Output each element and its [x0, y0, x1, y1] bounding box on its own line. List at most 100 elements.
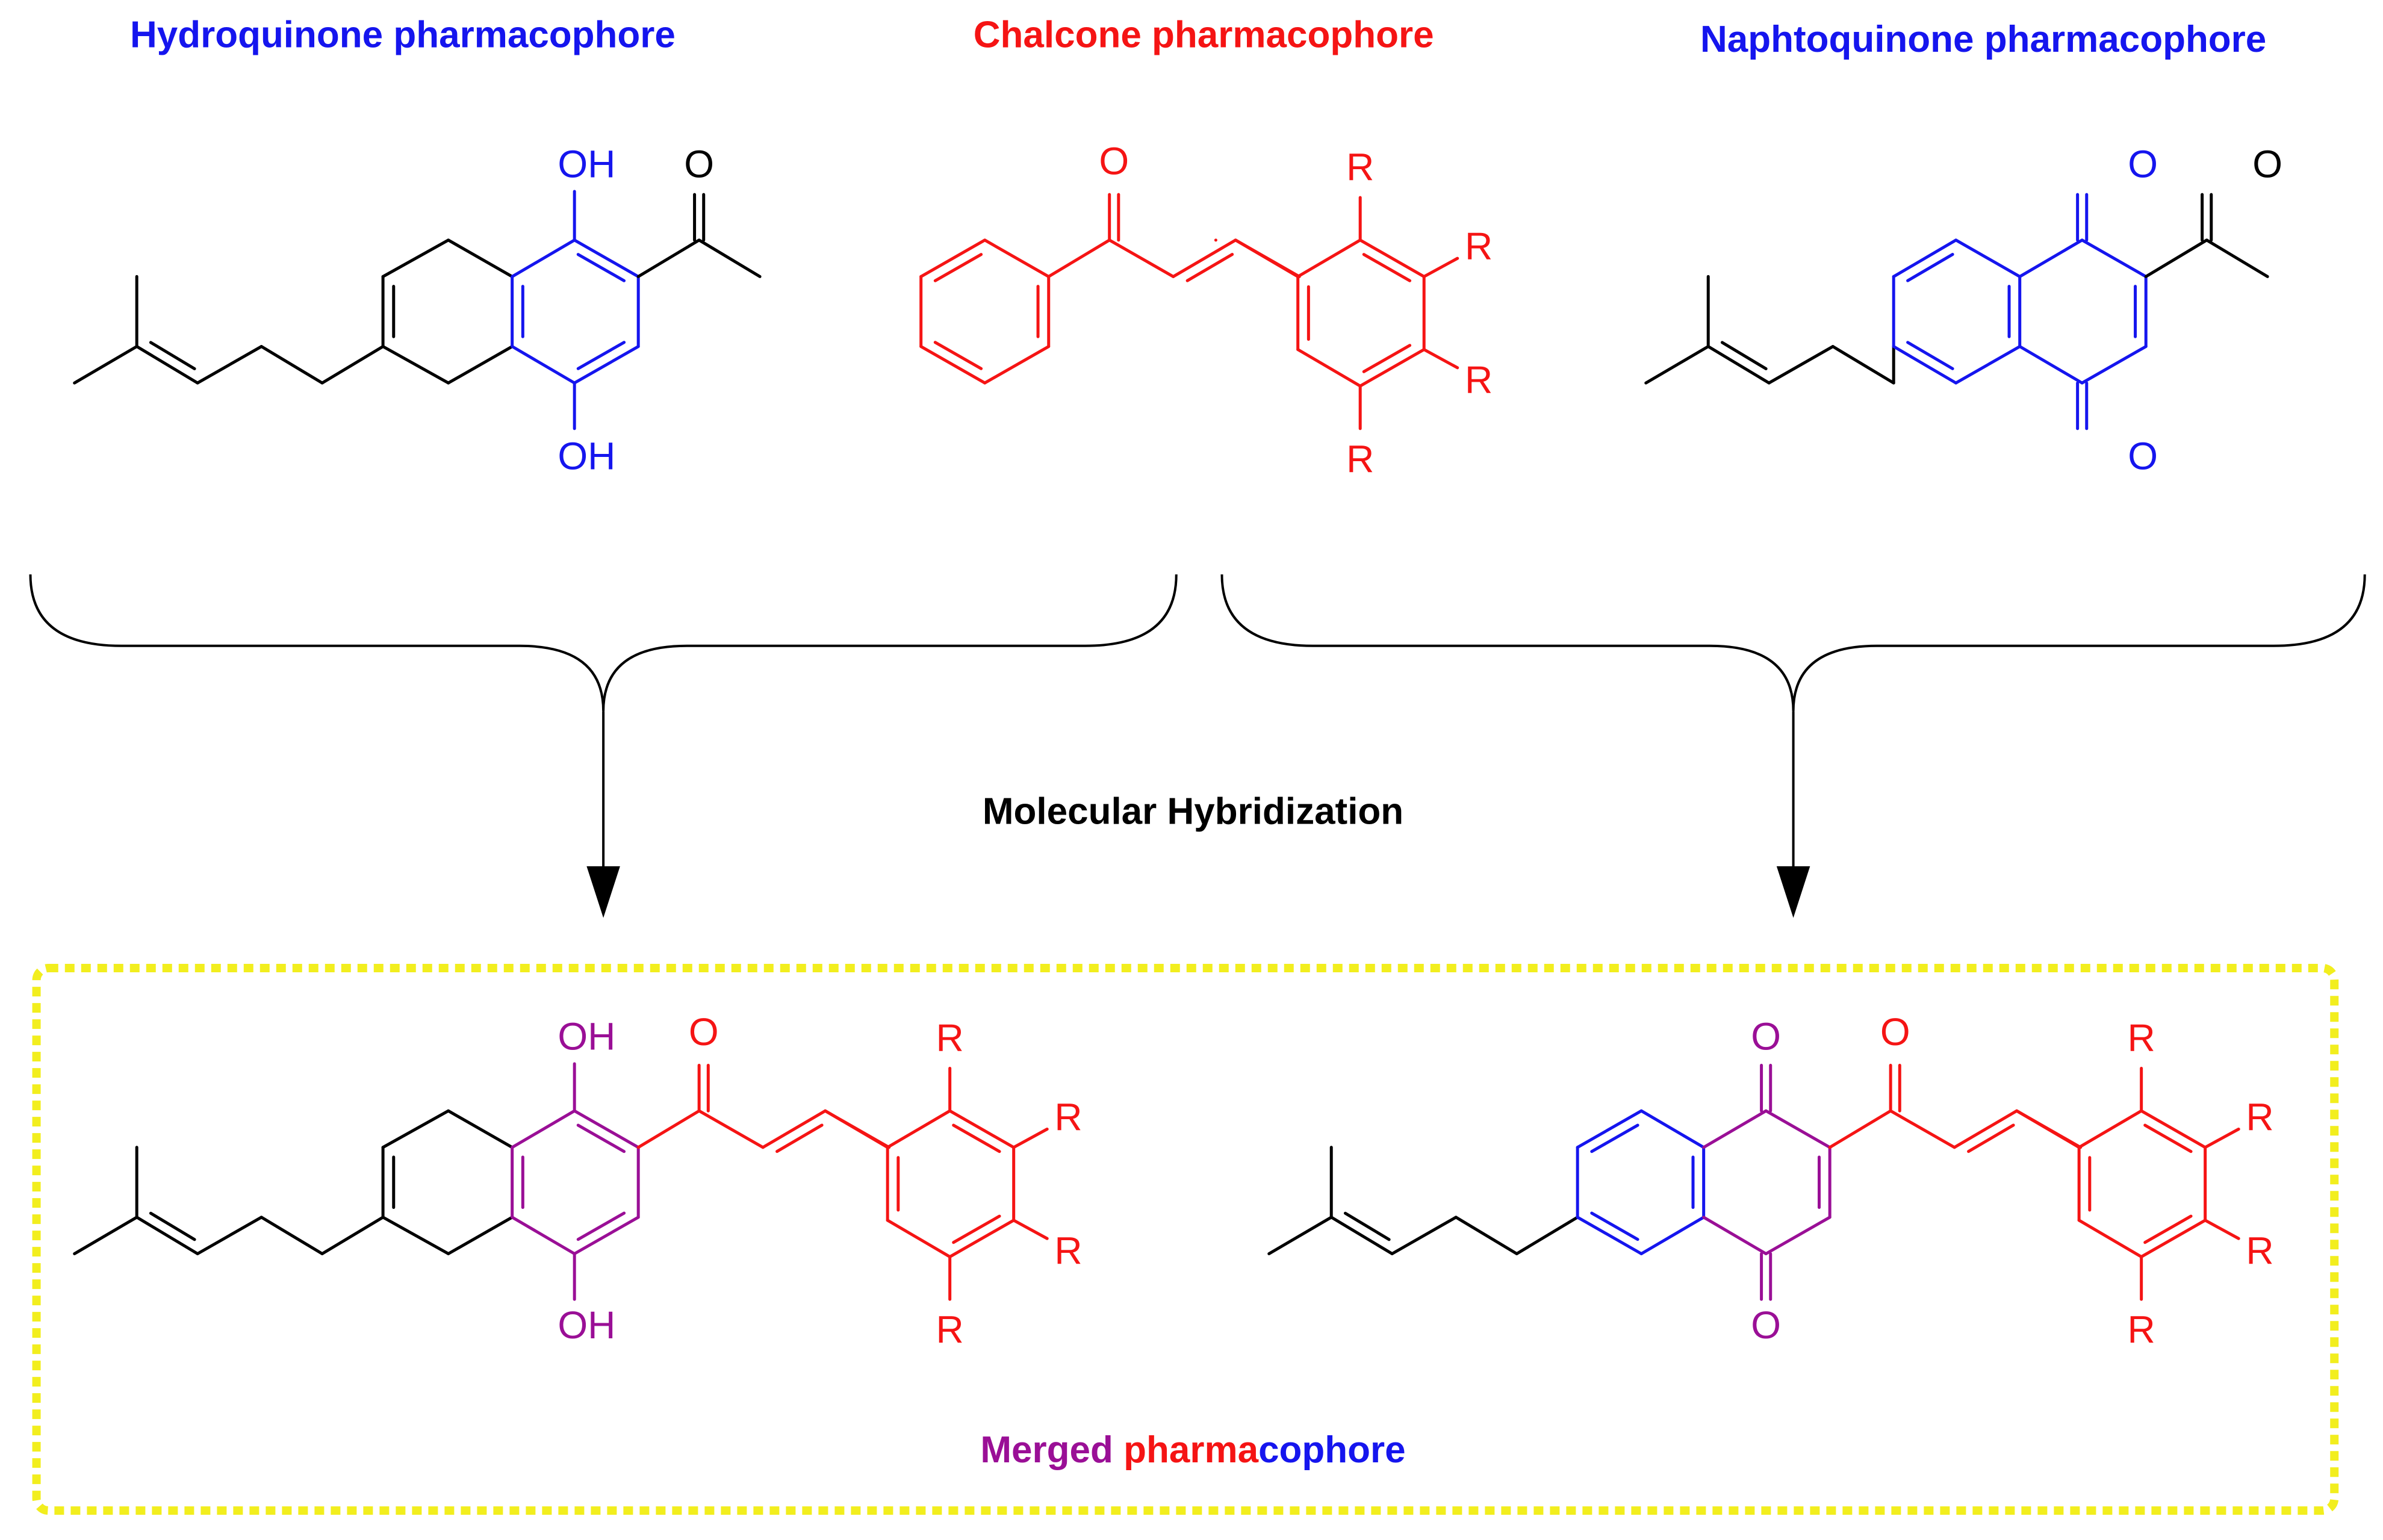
r-bond — [2204, 1128, 2240, 1149]
acetyl-bond — [2144, 238, 2208, 278]
chain-bond — [1515, 1216, 1579, 1255]
ring-bond — [1764, 1216, 1832, 1255]
ring-bond — [447, 1216, 514, 1255]
chain-bond — [2015, 1109, 2081, 1149]
bond-inner — [933, 253, 983, 282]
bond — [1358, 238, 1426, 278]
oxygen-label: O — [1099, 140, 1129, 183]
methyl-bond — [73, 1216, 138, 1255]
bond — [573, 1109, 640, 1149]
bond — [1576, 1109, 1643, 1149]
ring-bond — [1296, 238, 1362, 278]
ring-bond — [1954, 238, 2022, 278]
oxygen-label: O — [1751, 1015, 1781, 1058]
ring-bond — [1639, 1216, 1706, 1255]
naphtoquinone-molecule: OOO — [1644, 143, 2282, 477]
methyl-bond — [73, 345, 138, 385]
ring-bond — [1296, 348, 1362, 388]
ring-bond — [381, 238, 450, 278]
chain-bond — [1108, 238, 1175, 278]
bond-inner — [952, 1123, 1001, 1153]
r-label: R — [2128, 1016, 2155, 1060]
naphtoquinone-heading: Naphtoquinone pharmacophore — [1700, 19, 2266, 60]
bond — [1953, 1109, 2019, 1149]
bond-inner — [1906, 341, 1954, 370]
left-brace — [29, 574, 1178, 712]
hydroxyl-label: OH — [558, 143, 615, 186]
chain-bond — [320, 1216, 385, 1255]
bond-inner — [1343, 1211, 1391, 1241]
bond-inner — [1590, 1123, 1639, 1153]
methyl-bond — [1267, 1216, 1333, 1255]
chain-bond — [259, 345, 324, 385]
chain-bond — [824, 1109, 889, 1149]
ring-bond — [1954, 345, 2022, 385]
ring-bond — [2077, 1219, 2143, 1259]
bond-inner — [1967, 1123, 2015, 1153]
bond-inner — [1906, 253, 1954, 282]
r-label: R — [1346, 437, 1374, 480]
chain-bond — [1828, 1109, 1892, 1149]
caption-merged: Merged — [980, 1429, 1113, 1471]
bond-inner — [1720, 341, 1768, 370]
bond-inner — [933, 341, 983, 370]
bond — [948, 1219, 1016, 1259]
r-bond — [1422, 256, 1459, 278]
r-label: R — [1465, 225, 1493, 268]
chain-bond — [1454, 1216, 1518, 1255]
chain-bond — [1767, 345, 1835, 385]
chain-bond — [1234, 238, 1300, 278]
ring-bond — [511, 238, 576, 278]
r-bond — [1012, 1219, 1049, 1240]
bond — [1892, 238, 1958, 278]
ring-bond — [447, 1109, 514, 1149]
ring-bond — [511, 345, 576, 385]
merged-pharmacophore-caption: Merged pharmacophore — [980, 1429, 1405, 1471]
chain-bond — [196, 1216, 263, 1255]
r-label: R — [1465, 358, 1493, 402]
oxygen-label: O — [2128, 143, 2158, 186]
chain-bond — [1831, 345, 1895, 385]
bond-inner — [2143, 1123, 2193, 1153]
bond — [1329, 1216, 1394, 1255]
oxygen-label: O — [2252, 143, 2282, 186]
bond — [919, 345, 987, 385]
bond-inner — [149, 341, 196, 370]
r-bond — [1012, 1128, 1049, 1149]
r-label: R — [2128, 1308, 2155, 1352]
bond-inner — [1590, 1211, 1639, 1241]
chalcone-heading: Chalcone pharmacophore — [974, 14, 1434, 56]
bond-inner — [576, 1211, 626, 1241]
bond — [1706, 345, 1771, 385]
hydroxyl-label: OH — [558, 1303, 615, 1347]
ring-bond — [2018, 345, 2084, 385]
hybridization-heading: Molecular Hybridization — [983, 790, 1403, 832]
chain-bond — [320, 345, 385, 385]
arrow-head — [1776, 866, 1810, 918]
acetyl-bond — [697, 238, 762, 278]
bond-inner — [1362, 344, 1412, 373]
oxygen-label: O — [684, 143, 714, 186]
bond-inner — [149, 1211, 196, 1241]
bond — [573, 1216, 640, 1255]
chain-bond — [697, 1109, 765, 1149]
acetyl-bond — [636, 238, 701, 278]
caption-cophore: cophore — [1258, 1429, 1406, 1471]
r-label: R — [1054, 1095, 1082, 1138]
bond — [135, 1216, 199, 1255]
ring-bond — [447, 345, 514, 385]
ring-bond — [2080, 345, 2148, 385]
ring-bond — [983, 238, 1051, 278]
bond-inner — [2143, 1214, 2193, 1244]
chain-bond — [196, 345, 263, 385]
ring-bond — [1702, 1216, 1768, 1255]
r-label: R — [936, 1308, 964, 1352]
bond — [2140, 1219, 2207, 1259]
bond — [2140, 1109, 2207, 1149]
acetyl-bond — [2205, 238, 2269, 278]
ring-bond — [886, 1219, 952, 1259]
ring-bond — [381, 1109, 450, 1149]
ring-bond — [2080, 238, 2148, 278]
